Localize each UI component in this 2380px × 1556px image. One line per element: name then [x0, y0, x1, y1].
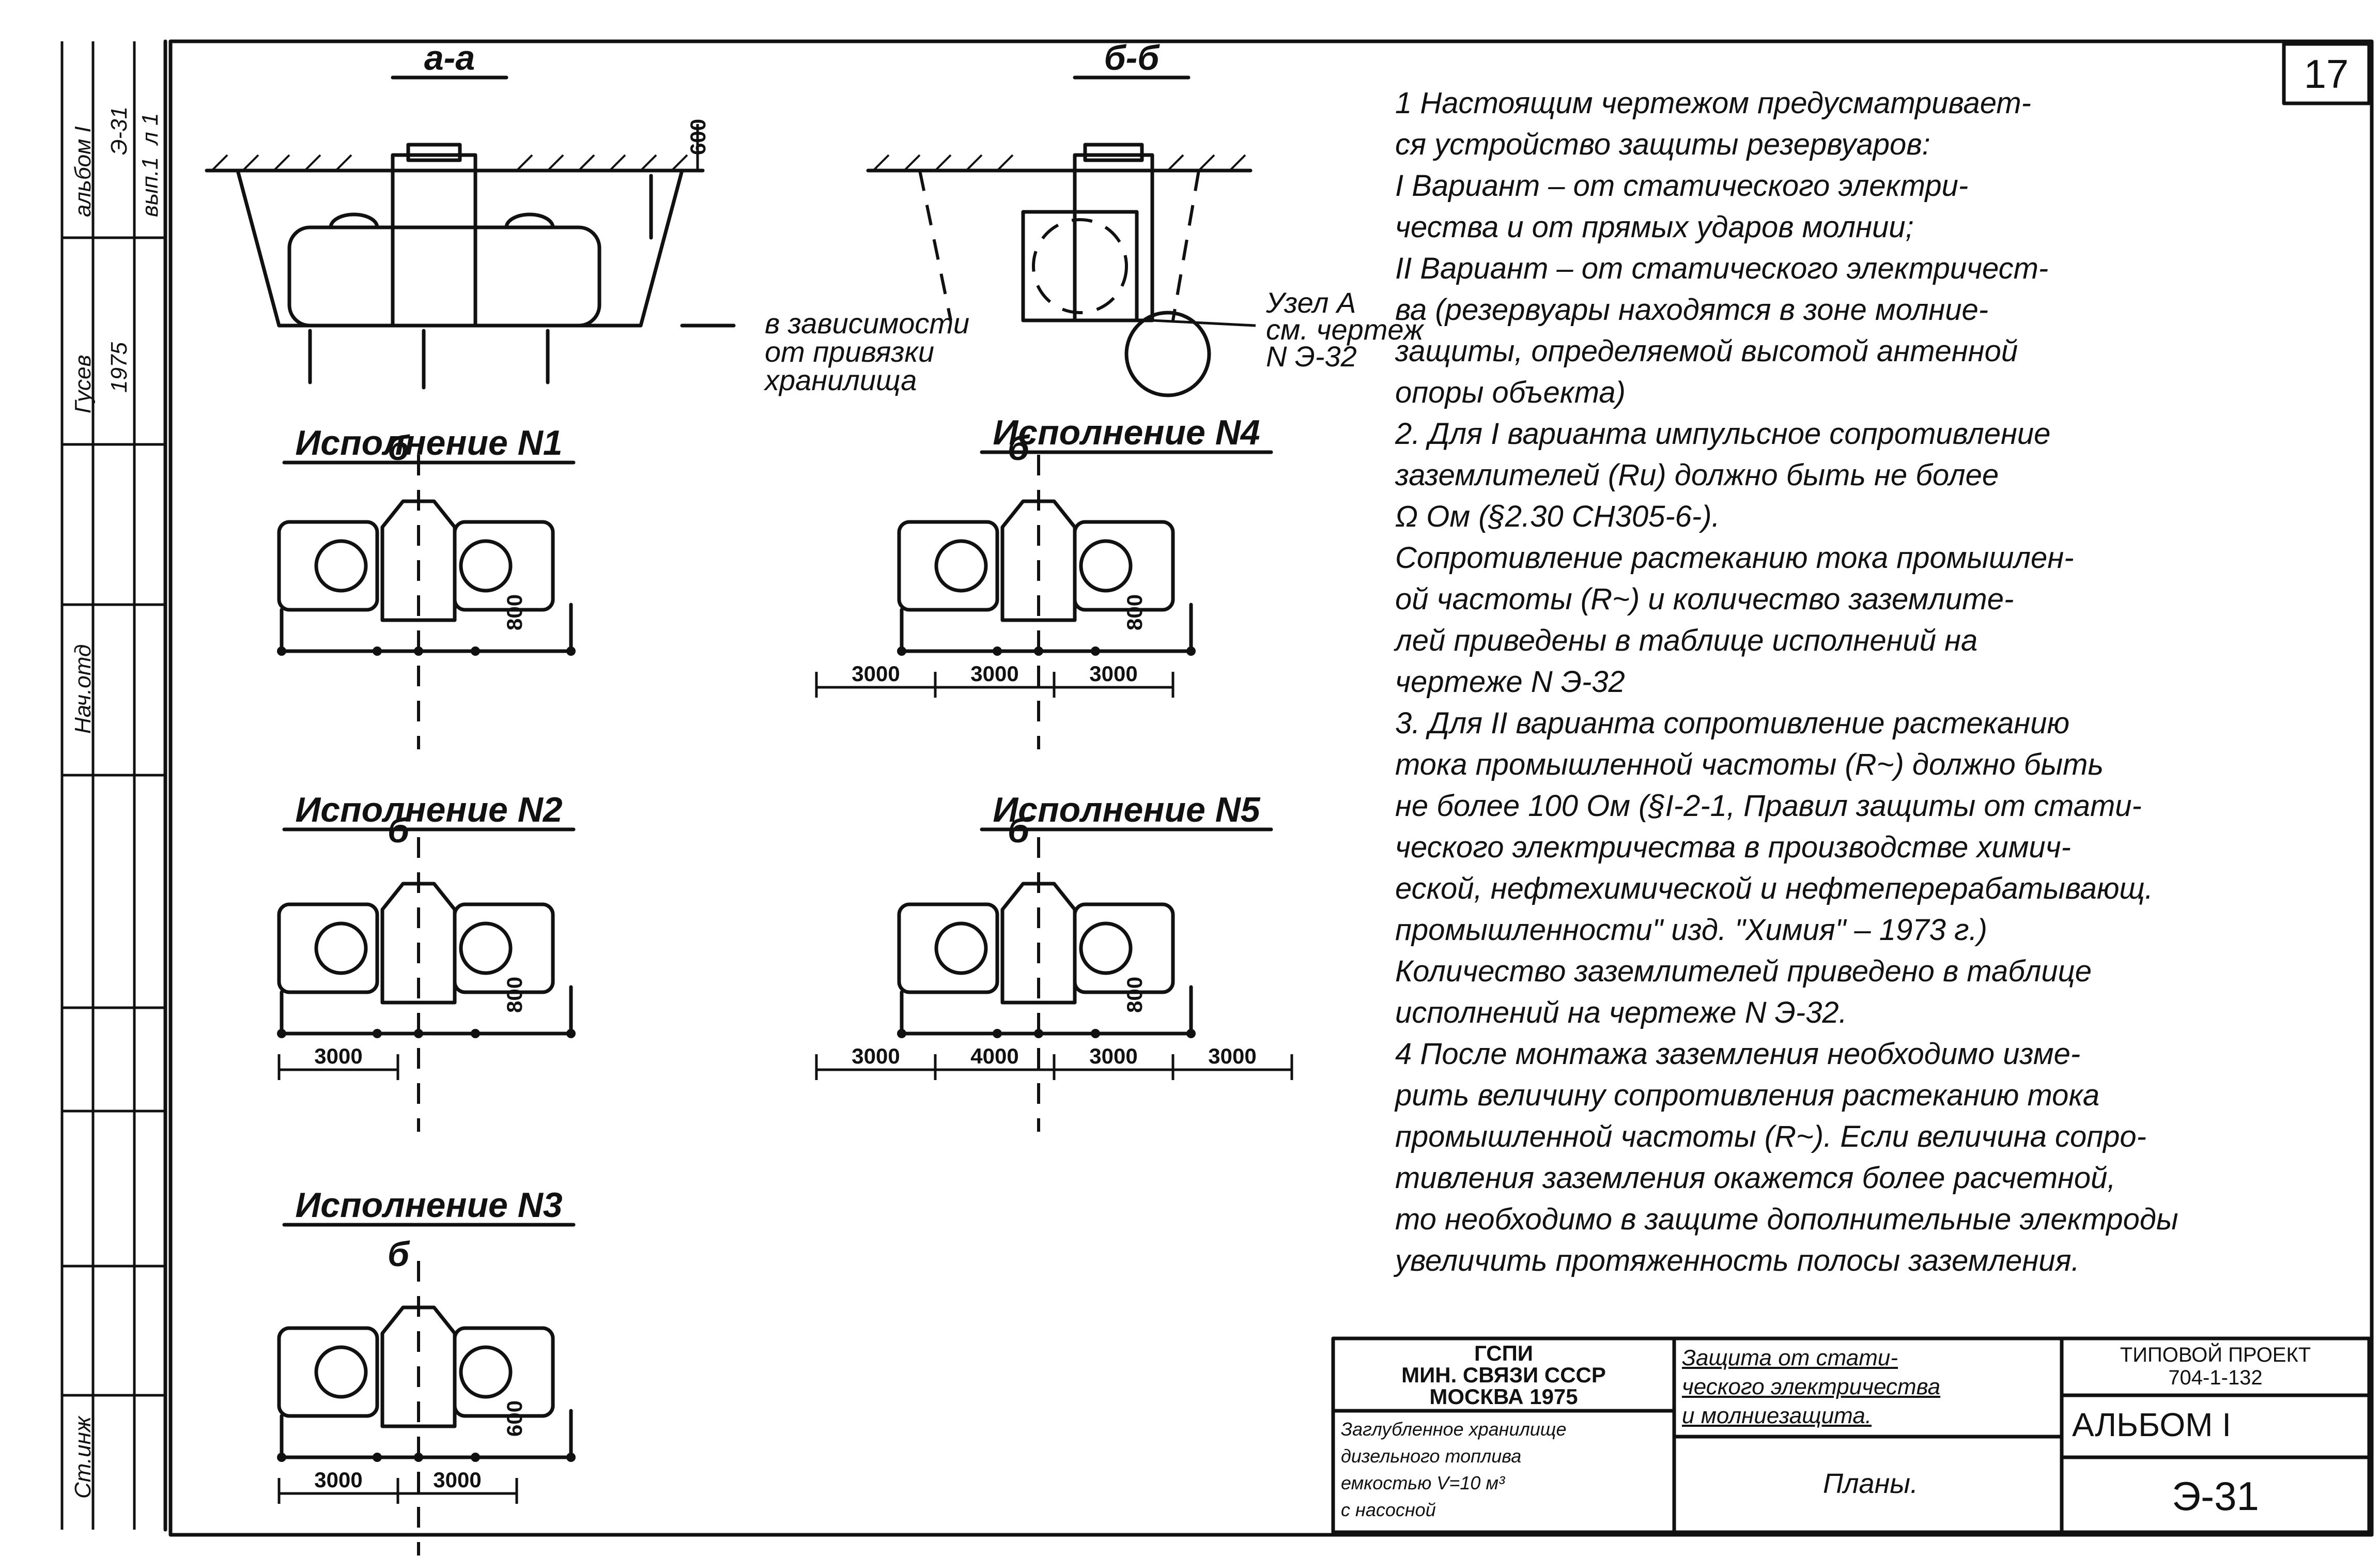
note-line: лей приведены в таблице исполнений на: [1395, 624, 1978, 657]
height-dim: 800: [502, 594, 527, 630]
note-line: опоры объекта): [1395, 376, 1626, 409]
note-line: чества и от прямых ударов молнии;: [1395, 210, 1914, 244]
note-line: исполнений на чертеже N Э-32.: [1395, 996, 1847, 1029]
depth-600: 600: [686, 119, 710, 155]
section-bb: б-б Узел А см. чертеж N Э-32: [866, 38, 1431, 397]
variant-title: Исполнение N1: [295, 423, 562, 463]
strip-sheet: л 1: [137, 113, 163, 146]
note-line: ческого электричества в производстве хим…: [1395, 830, 2071, 864]
height-dim: 600: [502, 1400, 527, 1437]
note-line: I Вариант – от статического электри-: [1395, 169, 1969, 203]
note-line: ой частоты (R~) и количество заземлите-: [1395, 582, 2014, 616]
section-aa: а-а 600 в зависимости от привязки хранил…: [205, 38, 978, 396]
strip-code: Э-31: [106, 106, 132, 155]
note-line: Ω Ом (§2.30 СН305-6-).: [1395, 500, 1720, 533]
height-dim: 800: [1122, 977, 1147, 1013]
side-strip: альбом I Э-31 вып.1 л 1 1975 Гусев Нач.о…: [60, 39, 167, 1532]
notes-block: 1 Настоящим чертежом предусматривает-ся …: [1395, 83, 2367, 1282]
note-line: тока промышленной частоты (R~) должно бы…: [1395, 748, 2104, 781]
stamp-org: ГСПИ МИН. СВЯЗИ СССР МОСКВА 1975: [1401, 1341, 1606, 1409]
strip-author: Гусев: [70, 355, 96, 413]
strip-sheets: вып.1: [137, 157, 163, 217]
section-aa-title: а-а: [424, 38, 475, 78]
note-line: 1 Настоящим чертежом предусматривает-: [1395, 86, 2031, 120]
variant-title: Исполнение N3: [295, 1185, 562, 1225]
variant-title: Исполнение N2: [295, 790, 562, 829]
note-line: Сопротивление растеканию тока промышлен-: [1395, 541, 2074, 575]
note-line: ва (резервуары находятся в зоне молние-: [1395, 293, 1989, 327]
strip-year: 1975: [106, 342, 132, 393]
dimension-label: 3000: [314, 1468, 362, 1492]
dimension-label: 4000: [970, 1044, 1018, 1068]
cut-mark-b: б: [1008, 428, 1030, 468]
note-line: промышленности" изд. "Химия" – 1973 г.): [1395, 913, 1987, 947]
stamp-code: Э-31: [2172, 1473, 2259, 1519]
note-line: 4 После монтажа заземления необходимо из…: [1395, 1037, 2081, 1071]
note-dependence: в зависимости от привязки хранилища: [763, 307, 978, 396]
note-line: 3. Для II варианта сопротивление растека…: [1395, 706, 2070, 740]
note-line: то необходимо в защите дополнительные эл…: [1395, 1203, 2178, 1236]
strip-head: Нач.отд: [70, 644, 96, 734]
stamp-sheet-title: Планы.: [1822, 1468, 1919, 1499]
node-a-circle: [1124, 311, 1211, 397]
note-line: защиты, определяемой высотой антенной: [1395, 334, 2018, 368]
stamp-topic: Защита от стати- ческого электричества и…: [1682, 1345, 1941, 1428]
note-line: еской, нефтехимической и нефтеперерабаты…: [1395, 872, 2153, 905]
stamp-album: АЛЬБОМ I: [2072, 1406, 2232, 1443]
note-line: рить величину сопротивления растеканию т…: [1395, 1079, 2100, 1112]
cut-mark-b: б: [388, 428, 410, 468]
note-line: 2. Для I варианта импульсное сопротивлен…: [1395, 417, 2051, 451]
title-block: [1331, 1336, 2371, 1534]
height-dim: 800: [1122, 594, 1147, 630]
note-line: не более 100 Ом (§I-2-1, Правил защиты о…: [1395, 789, 2142, 823]
sheet-frame: [168, 39, 2374, 1537]
dimension-label: 3000: [1089, 661, 1137, 686]
dimension-label: 3000: [852, 1044, 900, 1068]
cut-mark-b: б: [1008, 811, 1030, 850]
dimension-label: 3000: [852, 661, 900, 686]
note-line: ся устройство защиты резервуаров:: [1395, 128, 1930, 161]
section-bb-title: б-б: [1104, 38, 1161, 78]
note-line: промышленной частоты (R~). Если величина…: [1395, 1120, 2146, 1153]
note-line: тивления заземления окажется более расче…: [1395, 1161, 2116, 1195]
height-dim: 800: [502, 977, 527, 1013]
strip-checked: Ст.инж: [70, 1415, 96, 1499]
plan-variant-2: Исполнение N2б 800 3000: [277, 790, 576, 1132]
dimension-label: 3000: [1208, 1044, 1256, 1068]
cut-mark-b: б: [388, 811, 410, 850]
dimension-label: 3000: [970, 661, 1018, 686]
stamp-project: ТИПОВОЙ ПРОЕКТ 704-1-132: [2120, 1344, 2311, 1389]
strip-album: альбом I: [70, 126, 96, 217]
node-a-label: Узел А см. чертеж N Э-32: [1265, 286, 1431, 373]
plan-variant-3: Исполнение N3 б 600 3000 3000: [277, 1185, 576, 1555]
note-line: II Вариант – от статического электричест…: [1395, 252, 2049, 285]
stamp-object: Заглубленное хранилище дизельного топлив…: [1341, 1419, 1567, 1520]
note-line: чертеже N Э-32: [1395, 665, 1625, 699]
cut-mark-b: б: [388, 1235, 410, 1274]
note-line: увеличить протяженность полосы заземлени…: [1395, 1244, 2080, 1277]
dimension-label: 3000: [314, 1044, 362, 1068]
dimension-label: 3000: [433, 1468, 481, 1492]
plan-variant-1: Исполнение N1б 800: [277, 423, 576, 749]
variant-title: Исполнение N4: [993, 413, 1260, 452]
plan-variant-5: Исполнение N5б 800 3000 4000 3000 3000: [815, 790, 1293, 1132]
sheet-number-box: [2282, 42, 2371, 105]
variant-title: Исполнение N5: [993, 790, 1260, 829]
note-line: заземлителей (Rи) должно быть не более: [1395, 458, 1999, 492]
sheet-number: 17: [2304, 51, 2349, 97]
dimension-label: 3000: [1089, 1044, 1137, 1068]
note-line: Количество заземлителей приведено в табл…: [1395, 954, 2092, 988]
plan-variant-4: Исполнение N4б 800 3000 3000 3000: [815, 413, 1273, 749]
